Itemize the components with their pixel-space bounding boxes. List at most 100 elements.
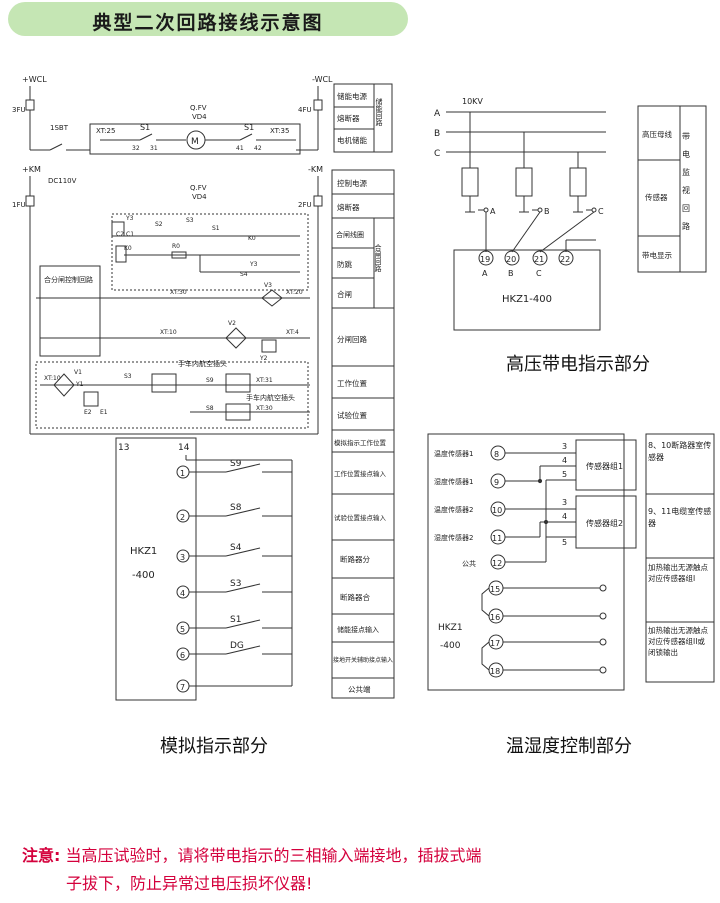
control-circuit: +KM -KM DC110V Q.FV VD4 1FU 2FU 合分闸控制回路 …: [12, 165, 323, 435]
th-output-15: 15: [488, 580, 504, 596]
ctrl-side-label-3: 合闸线圈: [336, 230, 364, 239]
sim-row-switch: S1: [230, 615, 241, 625]
vd4-label-1: VD4: [192, 113, 207, 121]
note-text-1: 当高压试验时，请将带电指示的三相输入端接地，插拔式端: [65, 846, 482, 865]
sim-row-4: 4 S3: [176, 579, 292, 599]
storage-side-group: 储能回路: [375, 97, 383, 127]
sim-row-switch: S9: [230, 459, 242, 469]
hv-voltage: 10KV: [462, 97, 483, 106]
th-pin-3a: 3: [562, 442, 567, 451]
th-input-12: 公共 12: [462, 554, 506, 570]
qfv-label-2: Q.FV: [190, 184, 207, 192]
ctrl-side-label-2: 熔断器: [337, 202, 360, 212]
sim-device-model: -400: [132, 570, 155, 581]
hv-side-label-2: 传感器: [645, 192, 668, 202]
hv-terminal-num: 19: [480, 255, 490, 264]
switch-1sbt-label: 1SBT: [50, 124, 69, 132]
s1-right-label: S1: [244, 123, 254, 132]
fuse-3fu-label: 3FU: [12, 106, 26, 114]
th-input-label: 湿度传感器2: [434, 533, 473, 542]
pos-km-label: +KM: [22, 165, 41, 174]
temp-hum-side-table: 8、10断路器室传感器 9、11电缆室传感器 加热输出无源触点对应传感器组I 加…: [645, 433, 715, 683]
ctrl-label-s3: S3: [186, 217, 194, 224]
ctrl-label-s1: S1: [212, 225, 220, 232]
hv-probe-c: C: [598, 207, 604, 216]
th-input-8: 温度传感器1 8: [434, 445, 506, 461]
sim-terminal-13: 13: [118, 443, 129, 453]
th-input-num: 12: [492, 559, 502, 568]
th-output-num: 18: [490, 667, 500, 676]
ctrl-label-xt31: XT:10: [160, 329, 177, 336]
hv-terminal-20: 20 B: [504, 250, 520, 278]
sim-side-label-7: 接地开关辅助接点输入: [333, 656, 393, 664]
hv-terminal-num: 20: [506, 255, 516, 264]
th-device-model: -400: [440, 641, 461, 651]
sim-side-label-6: 储能接点输入: [337, 625, 379, 634]
sim-row-3: 3 S4: [176, 543, 292, 563]
sim-side-label-3: 试验位置接点输入: [334, 513, 387, 522]
sim-indicator: 13 14 HKZ1 -400 1 S9 2 S8 3: [115, 437, 293, 701]
storage-circuit: +WCL -WCL 3FU 4FU 1SBT XT:25 XT:35 S1 S1…: [12, 75, 333, 155]
th-input-10: 温度传感器2 10: [434, 501, 506, 517]
ctrl-side-label-5: 合闸: [337, 289, 352, 299]
hv-side-label-1: 高压母线: [642, 129, 672, 139]
th-input-num: 9: [494, 478, 499, 487]
ctrl-label-s9: S9: [206, 377, 214, 384]
hv-terminal-phase: A: [482, 269, 488, 278]
vd4-label-2: VD4: [192, 193, 207, 201]
sim-row-6: 6 DG: [176, 641, 292, 661]
pin-42: 42: [254, 145, 262, 152]
ctrl-label-r0: R0: [172, 243, 180, 250]
hv-terminal-phase: B: [508, 269, 514, 278]
hv-terminal-21: 21 C: [532, 250, 548, 278]
hv-terminal-num: 21: [534, 255, 544, 264]
sim-row-num: 4: [180, 589, 185, 598]
storage-side-label-2: 熔断器: [337, 113, 360, 123]
ctrl-label-k0b: K0: [124, 245, 132, 252]
th-pin-4a: 4: [562, 456, 567, 465]
hv-phase-b: B: [434, 129, 440, 139]
hv-device: HKZ1-400: [502, 294, 552, 305]
ctrl-label-s2: S2: [155, 221, 163, 228]
ctrl-label-y2: Y2: [259, 355, 268, 362]
storage-side-label-3: 电机储能: [337, 135, 367, 145]
close-open-control-box: 合分闸控制回路: [44, 275, 93, 284]
sim-side-label-4: 断路器分: [340, 554, 370, 564]
ctrl-side-label-8: 试验位置: [337, 410, 367, 420]
ctrl-label-k0: K0: [248, 235, 256, 242]
hv-terminal-19: 19 A: [478, 250, 494, 278]
hv-live: 10KV A B C A B C 19: [434, 97, 606, 331]
hv-terminal-22: 22: [558, 250, 574, 266]
ctrl-label-s8: S8: [206, 405, 214, 412]
ctrl-label-y3b: Y3: [249, 261, 258, 268]
hv-probe-b: B: [544, 207, 550, 216]
sim-side-common: 公共端: [348, 684, 371, 694]
th-side-label-2: 9、11电缆室传感器: [648, 507, 712, 528]
temp-hum: 温度传感器1 8 湿度传感器1 9 温度传感器2 10 湿度传感器2 11 公共…: [427, 433, 637, 691]
note-line-1: 注意: 当高压试验时，请将带电指示的三相输入端接地，插拔式端: [22, 842, 482, 866]
ctrl-label-c2: C2: [116, 231, 124, 238]
th-input-9: 湿度传感器1 9: [434, 473, 506, 489]
trolley-plug-2: 手车内航空插头: [246, 393, 295, 402]
th-input-num: 11: [492, 534, 502, 543]
th-input-num: 10: [492, 506, 502, 515]
sim-row-switch: S3: [230, 579, 241, 589]
sim-row-switch: DG: [230, 641, 244, 651]
hv-terminal-phase: C: [536, 269, 542, 278]
th-side-label-1: 8、10断路器室传感器: [648, 441, 712, 462]
sensor-group-2: 传感器组2: [586, 518, 623, 528]
pos-wcl-label: +WCL: [22, 75, 47, 84]
th-device-name: HKZ1: [438, 623, 463, 633]
title-banner: 典型二次回路接线示意图: [8, 2, 408, 36]
xt35-label: XT:35: [270, 127, 289, 135]
ctrl-side-label-1: 控制电源: [337, 178, 367, 188]
page-title: 典型二次回路接线示意图: [92, 12, 324, 34]
sim-row-switch: S8: [230, 503, 242, 513]
sim-row-5: 5 S1: [176, 615, 292, 635]
ctrl-label-v1: V1: [74, 369, 82, 376]
section-simulated: 模拟指示部分: [160, 736, 268, 757]
hv-probe-a: A: [490, 207, 496, 216]
ctrl-label-v2: V2: [228, 320, 236, 327]
hv-phase-c: C: [434, 149, 440, 159]
th-output-17: 17: [488, 634, 504, 650]
